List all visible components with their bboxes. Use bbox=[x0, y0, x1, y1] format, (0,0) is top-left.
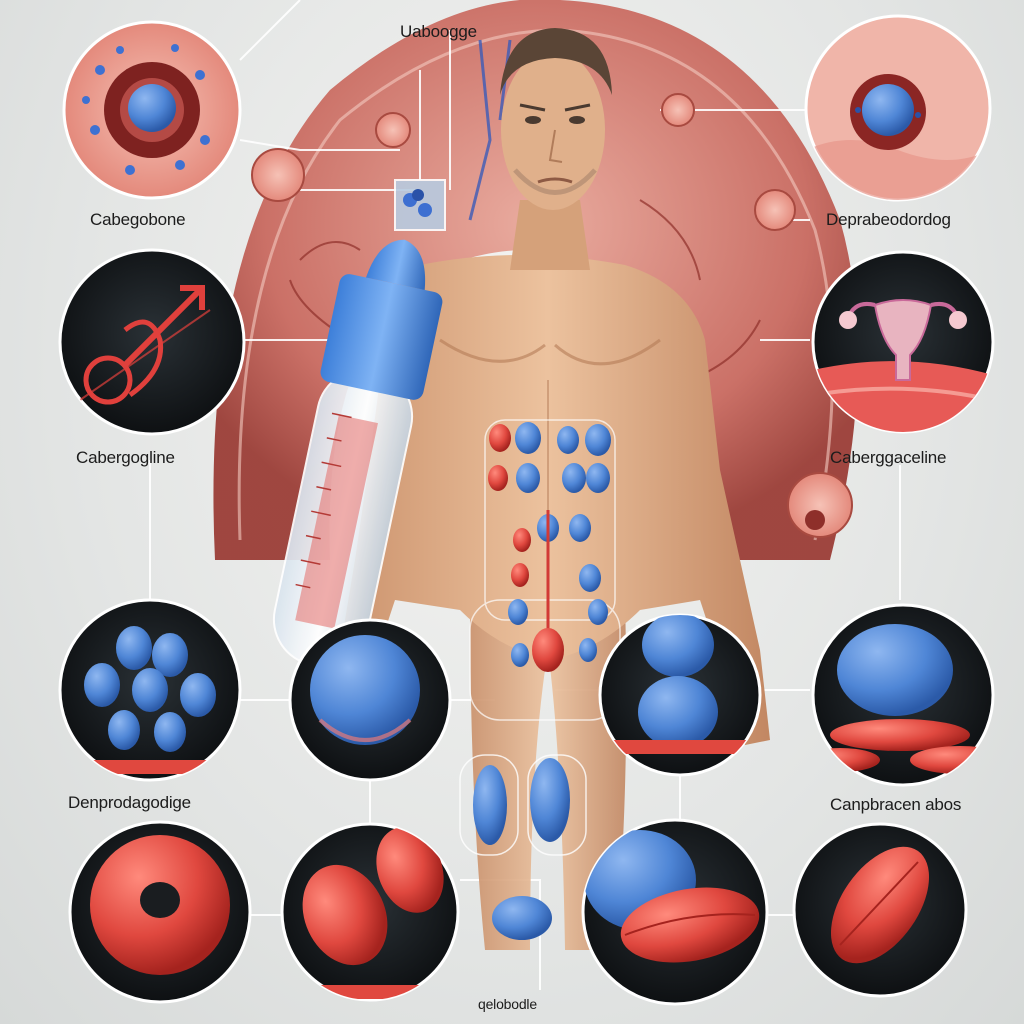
label-bottom: qelobodle bbox=[478, 996, 537, 1012]
label-left-upper: Cabegobone bbox=[90, 210, 186, 229]
inset-blue-pill-cluster bbox=[58, 598, 242, 782]
inset-blue-oval-on-red bbox=[811, 603, 995, 787]
inset-red-donut bbox=[68, 820, 252, 1004]
inset-blue-stack bbox=[598, 613, 762, 777]
test-tube-icon bbox=[272, 239, 443, 667]
inset-cell-left-upper bbox=[62, 20, 242, 200]
inset-blue-sphere bbox=[288, 618, 452, 782]
label-top: Uabooggе bbox=[400, 22, 477, 41]
abdomen-pills bbox=[459, 419, 621, 940]
human-figure bbox=[325, 28, 770, 950]
inset-uterus bbox=[811, 250, 995, 434]
label-right-middle: Caberggaceline bbox=[830, 448, 947, 467]
inset-cell-right-upper bbox=[804, 14, 992, 202]
inset-red-pills-pair bbox=[280, 822, 460, 1002]
inset-red-capsule bbox=[792, 822, 968, 998]
label-left-middle: Cabergogline bbox=[76, 448, 175, 467]
male-symbol-icon bbox=[79, 285, 211, 405]
floating-cells bbox=[251, 93, 853, 538]
uterus-icon bbox=[839, 299, 967, 381]
label-right-upper: Deprabeodordog bbox=[826, 210, 951, 229]
inset-male-symbol bbox=[58, 248, 246, 436]
inset-red-blue-pill bbox=[581, 818, 769, 1006]
label-left-lower: Denprodagodige bbox=[68, 793, 191, 812]
label-right-lower: Canpbracen abos bbox=[830, 795, 962, 814]
